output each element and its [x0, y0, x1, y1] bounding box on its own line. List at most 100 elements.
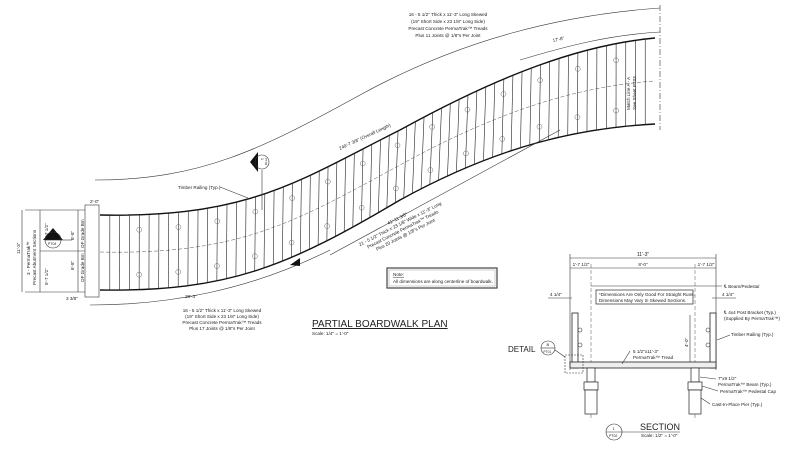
bottom-dim: 28'-3" [185, 294, 197, 299]
tread-joint [492, 82, 496, 158]
pier-symbol [252, 253, 258, 259]
tread-joint [263, 193, 266, 268]
callout-sheet: PT02 [264, 158, 268, 166]
pier-symbol [214, 218, 221, 225]
svg-text:All dimensions are along cente: All dimensions are along centerline of b… [393, 279, 493, 284]
tread-label-1: 5 1/2"x11'-3" [633, 349, 659, 354]
boardwalk-plan: 11'-3" 3 - PermaTrak™ Precast Abutment S… [16, 5, 661, 336]
pier-symbol [427, 167, 434, 173]
dimension-note-2: Dimensions May Vary In Skewed Sections. [599, 298, 686, 303]
tread-joint [420, 117, 425, 189]
section-left-inset: 4 1/4" [550, 292, 562, 297]
pier-symbol [536, 123, 543, 130]
tread-joint [369, 144, 373, 218]
pier-symbol [575, 66, 581, 72]
tread-joint [235, 202, 237, 277]
pier-symbol [359, 160, 366, 167]
match-line-label-2: See Sheet PT03 [632, 76, 637, 110]
pier-symbol [325, 178, 331, 185]
pier-symbol [463, 150, 469, 157]
right-railing-post [709, 312, 717, 369]
svg-text:Precast Concrete PermaTrak™ Tr: Precast Concrete PermaTrak™ Treads [408, 26, 488, 31]
top-dim: 17'-8" [552, 36, 565, 43]
post-bracket-label-1: ℄ 4x4 Post Bracket (Typ.) [723, 310, 776, 315]
tread-joint [403, 126, 408, 198]
pedestal-cap-label: PermaTrak™ Pedestal Cap [720, 389, 776, 394]
pier-symbol [464, 106, 471, 113]
dimension-note-1: *Dimensions Are Only Good For Straight R… [599, 292, 695, 297]
pier-symbol [175, 269, 181, 275]
tread-joint [465, 95, 469, 169]
pier-symbol [136, 227, 143, 233]
grade-bot-label: OF Grade Bm [80, 253, 85, 282]
section-title: SECTION [640, 422, 680, 432]
svg-text:Plus 17 Joints @ 1/8"s Per Joi: Plus 17 Joints @ 1/8"s Per Joint [189, 326, 255, 331]
tread-joint [216, 206, 218, 281]
note-box: Note: All dimensions are along centerlin… [386, 267, 498, 289]
tread-joint [254, 196, 256, 272]
tread-joint [429, 112, 434, 185]
tread-joint [352, 153, 355, 228]
boardwalk-bottom-edge [99, 123, 656, 291]
beam-label-1: 7"x9 1/2" [718, 376, 737, 381]
dim-bottom-small: 3 3/8" [66, 296, 78, 301]
pier-symbol [324, 223, 330, 229]
tread-joint [386, 135, 390, 208]
tread [569, 361, 717, 369]
section-callout-mid[interactable]: 1 PT02 [250, 152, 270, 210]
tread-joint [412, 121, 416, 194]
plan-scale: Scale: 1/4" = 1'-0" [312, 331, 349, 336]
tread-joint [438, 108, 442, 181]
section-arrow [290, 258, 300, 266]
section-overall-width: 11'-3" [637, 252, 650, 258]
middle-tread-note: 41'-11 3/8" 21 - 5 1/2" Thick x 23 1/8" … [358, 201, 443, 252]
timber-railing-label: Timber Railing (Typ.) [178, 185, 221, 190]
detail-callout[interactable]: DETAIL B PT01 [508, 340, 566, 358]
beam-pedestal-label: ℄ Beam/Pedestal [723, 284, 759, 289]
beam-label-2: PermaTrak™ Beam (Typ.) [718, 382, 772, 387]
pier-symbol [289, 195, 295, 201]
section-scale: Scale: 1/2" = 1'-0" [641, 433, 678, 438]
tread-joint [548, 61, 551, 140]
pier-symbol [394, 142, 401, 149]
pier-symbol [574, 114, 581, 120]
left-pedestal-cap [583, 381, 599, 391]
tread-joint [317, 171, 320, 246]
section-callout[interactable]: 1 PT02 [605, 423, 680, 441]
tread-joint [520, 71, 523, 148]
section-center: 8'-0" [638, 262, 648, 267]
middle-dimension-line [329, 129, 561, 256]
svg-text:1: 1 [613, 426, 616, 431]
callout-number: 2 [52, 234, 55, 239]
dim-top-small: 2'-0" [90, 199, 100, 204]
dim-left-overall: 11'-3" [16, 242, 21, 254]
svg-text:PT02: PT02 [609, 434, 617, 438]
svg-text:Note:: Note: [393, 272, 404, 277]
bottom-dimension-line [89, 249, 331, 306]
tread-joint [378, 139, 381, 213]
dim-seg1: 5'-7 1/2" [44, 223, 49, 240]
tread-joint [394, 130, 399, 203]
abutment-label-1: 3 - PermaTrak™ [26, 241, 31, 275]
section-callout-left[interactable]: 2 PT04 [43, 228, 72, 249]
treads [109, 39, 646, 291]
pier-symbol [500, 91, 507, 97]
section-left-edge: 1'-7 1/2" [573, 262, 590, 267]
tread-joint [456, 99, 460, 172]
timber-railing-label: Timber Railing (Typ.) [731, 332, 774, 337]
svg-text:16 - 5 1/2" Thick x 11'-3" Lon: 16 - 5 1/2" Thick x 11'-3" Long Skewed [183, 308, 262, 313]
detail-label: DETAIL [508, 345, 536, 354]
pier-symbol [252, 208, 259, 215]
grade-top-label: OF Grade Bm [80, 219, 85, 248]
section-view: 11'-3" 1'-7 1/2" 8'-0" 1'-7 1/2" 4 1/4" … [548, 252, 780, 441]
overall-length: 249'-7 3/8" (Overall Length) [338, 122, 391, 150]
pier-symbol [429, 124, 435, 130]
tread-joint [272, 190, 275, 265]
detail-boundary [564, 354, 584, 374]
leader [219, 186, 249, 199]
svg-text:Plus 11 Joints @ 1/8"s Per Joi: Plus 11 Joints @ 1/8"s Per Joint [415, 33, 481, 38]
abutment-label-2: Precast Abutment Sections [32, 229, 37, 285]
tread-joint [343, 157, 346, 232]
centerline [99, 80, 656, 253]
callout-sheet: PT04 [48, 242, 56, 246]
